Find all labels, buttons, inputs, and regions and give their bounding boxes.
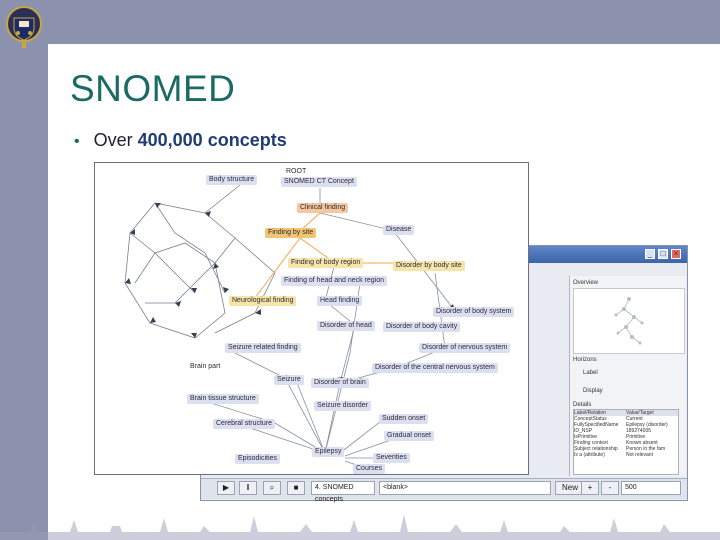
table-cell: Not relevant xyxy=(626,452,653,458)
table-cell: IsPrimitive xyxy=(574,434,598,440)
graph-node[interactable]: Disorder of body system xyxy=(433,307,515,317)
minimize-icon[interactable]: _ xyxy=(645,249,655,259)
table-cell: Is a (attribute) xyxy=(574,452,605,458)
graph-node[interactable]: Body structure xyxy=(206,175,258,185)
table-cell: Subject relationship xyxy=(574,446,618,452)
graph-node[interactable]: Disorder of nervous system xyxy=(419,343,511,353)
table-cell: Primitive xyxy=(626,434,646,440)
label-option[interactable]: Label xyxy=(583,370,598,376)
concept-set-field[interactable]: 4. SNOMED concepts xyxy=(311,481,375,503)
horizons-label: Horizons xyxy=(573,357,597,363)
bullet-icon: • xyxy=(74,133,80,150)
graph-node[interactable]: Disease xyxy=(383,225,415,235)
left-banner xyxy=(0,0,48,540)
table-row[interactable]: ConceptStatus Current xyxy=(574,416,678,422)
overview-minimap[interactable] xyxy=(573,288,685,354)
minus-icon[interactable]: - xyxy=(601,481,619,495)
table-row[interactable]: Is a (attribute) Not relevant xyxy=(574,452,678,458)
bullet-prefix: Over xyxy=(93,130,138,150)
table-cell: Finding context xyxy=(574,440,608,446)
table-cell: Known absent xyxy=(626,440,658,446)
bullet-item: • Over 400,000 concepts xyxy=(74,130,287,151)
table-row[interactable]: ID_NSP 189274005 xyxy=(574,428,678,434)
table-header-cell: Label/Relation xyxy=(574,410,606,416)
details-label: Details xyxy=(573,402,592,408)
table-header-cell: Value/Target xyxy=(626,410,654,416)
university-crest-icon xyxy=(6,6,42,48)
plus-icon[interactable]: + xyxy=(581,481,599,495)
graph-node[interactable]: Brain part xyxy=(190,363,221,370)
graph-node[interactable]: Disorder by body site xyxy=(393,261,465,271)
graph-node[interactable]: Disorder of brain xyxy=(311,378,369,388)
graph-node[interactable]: Seizure related finding xyxy=(225,343,301,353)
table-row[interactable]: FullySpecifiedName Epilepsy (disorder) xyxy=(574,422,678,428)
table-cell: ConceptStatus xyxy=(574,416,607,422)
graph-node[interactable]: Sudden onset xyxy=(379,414,429,424)
graph-node[interactable]: Episodicities xyxy=(235,454,280,464)
graph-node[interactable]: Cerebral structure xyxy=(213,419,276,429)
play-icon[interactable]: ▶ xyxy=(217,481,235,495)
graph-node[interactable]: Disorder of body cavity xyxy=(383,322,461,332)
table-cell: Person in the fam xyxy=(626,446,666,452)
city-skyline-footer xyxy=(0,514,720,540)
graph-node[interactable]: Finding by site xyxy=(265,228,317,238)
table-cell: FullySpecifiedName xyxy=(574,422,619,428)
bullet-number: 400,000 xyxy=(137,130,203,150)
graph-node[interactable]: Finding of body region xyxy=(288,258,364,268)
graph-node[interactable]: Finding of head and neck region xyxy=(281,276,388,286)
graph-node[interactable]: Seizure xyxy=(274,375,304,385)
table-header-row: Label/Relation Value/Target xyxy=(574,410,678,416)
table-cell: Epilepsy (disorder) xyxy=(626,422,668,428)
search-field[interactable]: <blank> xyxy=(379,481,551,495)
minimap-graph-icon xyxy=(614,297,644,345)
table-cell: 189274005 xyxy=(626,428,652,434)
concept-graph-panel: ROOT SNOMED CT Concept Body structure Cl… xyxy=(94,162,529,475)
graph-node[interactable]: Gradual onset xyxy=(384,431,434,441)
table-cell: ID_NSP xyxy=(574,428,593,434)
graph-node[interactable]: Clinical finding xyxy=(297,203,349,213)
graph-node[interactable]: Seizure disorder xyxy=(314,401,371,411)
graph-node[interactable]: Courses xyxy=(353,464,386,474)
limit-field[interactable]: 500 xyxy=(621,481,681,495)
close-icon[interactable]: × xyxy=(671,249,681,259)
maximize-icon[interactable]: □ xyxy=(658,249,668,259)
top-banner xyxy=(0,0,720,44)
overview-label: Overview xyxy=(573,280,599,286)
graph-node[interactable]: Neurological finding xyxy=(229,296,297,306)
pause-icon[interactable]: ‖ xyxy=(239,481,257,495)
stop-icon[interactable]: ■ xyxy=(287,481,305,495)
details-table: Label/Relation Value/Target ConceptStatu… xyxy=(573,409,679,475)
graph-node[interactable]: Disorder of head xyxy=(317,321,375,331)
graph-node[interactable]: Epilepsy xyxy=(312,447,345,457)
bottom-toolbar: ▶ ‖ ⌕ ■ 4. SNOMED concepts <blank> New +… xyxy=(201,478,687,503)
table-row[interactable]: IsPrimitive Primitive xyxy=(574,434,678,440)
graph-node[interactable]: SNOMED CT Concept xyxy=(281,177,357,187)
slide-title: SNOMED xyxy=(70,68,236,109)
new-button[interactable]: New xyxy=(555,481,586,495)
graph-node[interactable]: Disorder of the central nervous system xyxy=(372,363,498,373)
bullet-suffix: concepts xyxy=(202,130,287,150)
table-row[interactable]: Finding context Known absent xyxy=(574,440,678,446)
zoom-icon[interactable]: ⌕ xyxy=(263,481,281,495)
table-cell: Current xyxy=(626,416,643,422)
graph-node[interactable]: Severities xyxy=(373,453,410,463)
graph-node[interactable]: Brain tissue structure xyxy=(187,394,259,404)
graph-node[interactable]: Head finding xyxy=(317,296,363,306)
display-option[interactable]: Display xyxy=(583,388,603,394)
table-row[interactable]: Subject relationship Person in the fam xyxy=(574,446,678,452)
graph-node[interactable]: ROOT xyxy=(286,168,307,175)
